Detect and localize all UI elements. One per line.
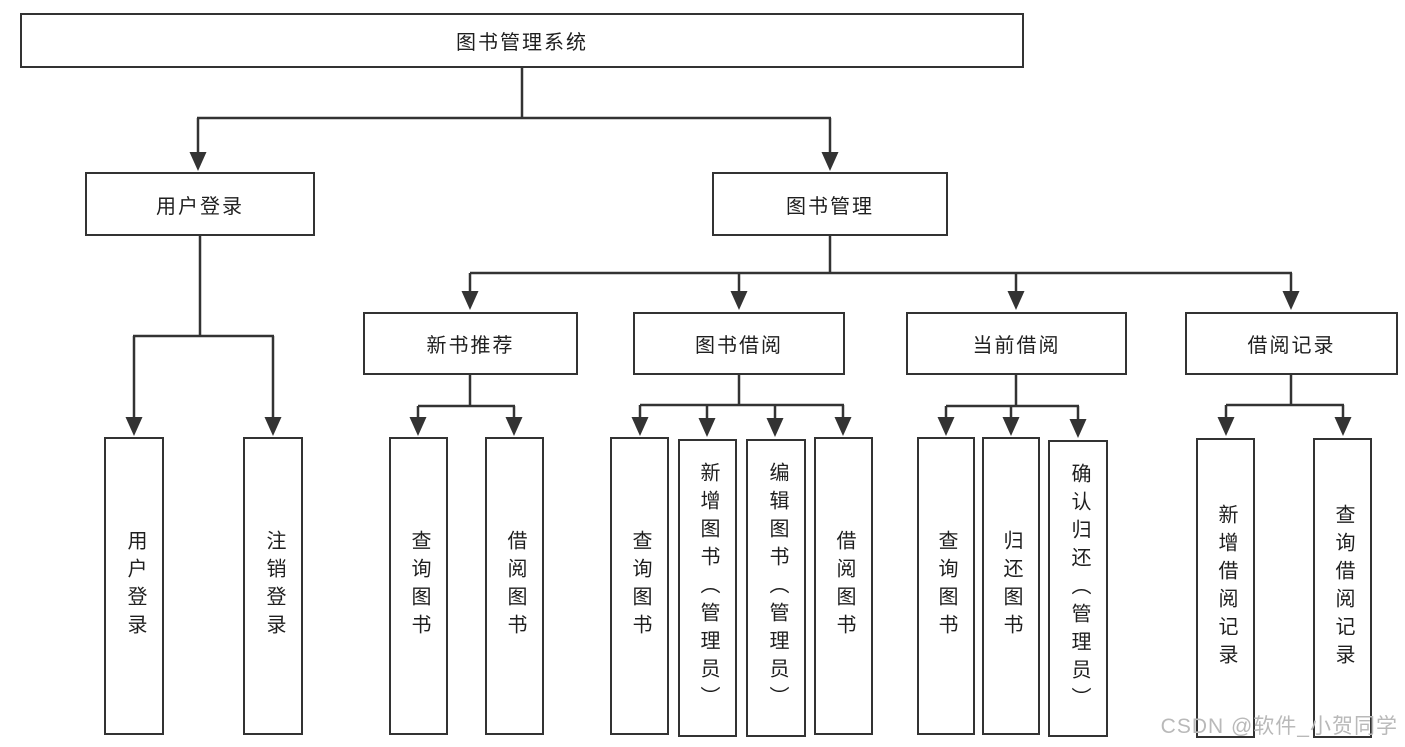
connector-book-management-fork bbox=[468, 236, 1293, 293]
leaf-logout: 注销登录 bbox=[243, 437, 303, 735]
leaf-borrow-books: 借阅图书 bbox=[485, 437, 544, 735]
leaf-add-book-admin: 新增图书（管理员） bbox=[678, 439, 737, 737]
leaf-user-login: 用户登录 bbox=[104, 437, 164, 735]
node-new-book-recommendation: 新书推荐 bbox=[363, 312, 578, 375]
connector-borrowing-records-fork bbox=[1224, 375, 1345, 418]
node-current-borrowing: 当前借阅 bbox=[906, 312, 1127, 375]
connector-current-borrowing-fork bbox=[944, 375, 1080, 420]
node-root: 图书管理系统 bbox=[20, 13, 1024, 68]
leaf-query-books: 查询图书 bbox=[610, 437, 669, 735]
node-borrowing-records: 借阅记录 bbox=[1185, 312, 1398, 375]
connector-root-fork bbox=[196, 68, 832, 153]
leaf-query-books: 查询图书 bbox=[389, 437, 448, 735]
node-user-login: 用户登录 bbox=[85, 172, 315, 236]
leaf-query-borrow-record: 查询借阅记录 bbox=[1313, 438, 1372, 738]
connector-user-login-fork bbox=[132, 236, 275, 418]
connector-new-book-fork bbox=[416, 375, 516, 418]
leaf-confirm-return-admin: 确认归还（管理员） bbox=[1048, 440, 1108, 737]
connector-book-borrowing-fork bbox=[638, 375, 845, 419]
node-book-borrowing: 图书借阅 bbox=[633, 312, 845, 375]
leaf-borrow-books: 借阅图书 bbox=[814, 437, 873, 735]
node-book-management: 图书管理 bbox=[712, 172, 948, 236]
leaf-query-books: 查询图书 bbox=[917, 437, 975, 735]
watermark-text: CSDN @软件_小贺同学 bbox=[1160, 715, 1398, 738]
leaf-return-books: 归还图书 bbox=[982, 437, 1040, 735]
leaf-edit-book-admin: 编辑图书（管理员） bbox=[746, 439, 806, 737]
leaf-add-borrow-record: 新增借阅记录 bbox=[1196, 438, 1255, 738]
